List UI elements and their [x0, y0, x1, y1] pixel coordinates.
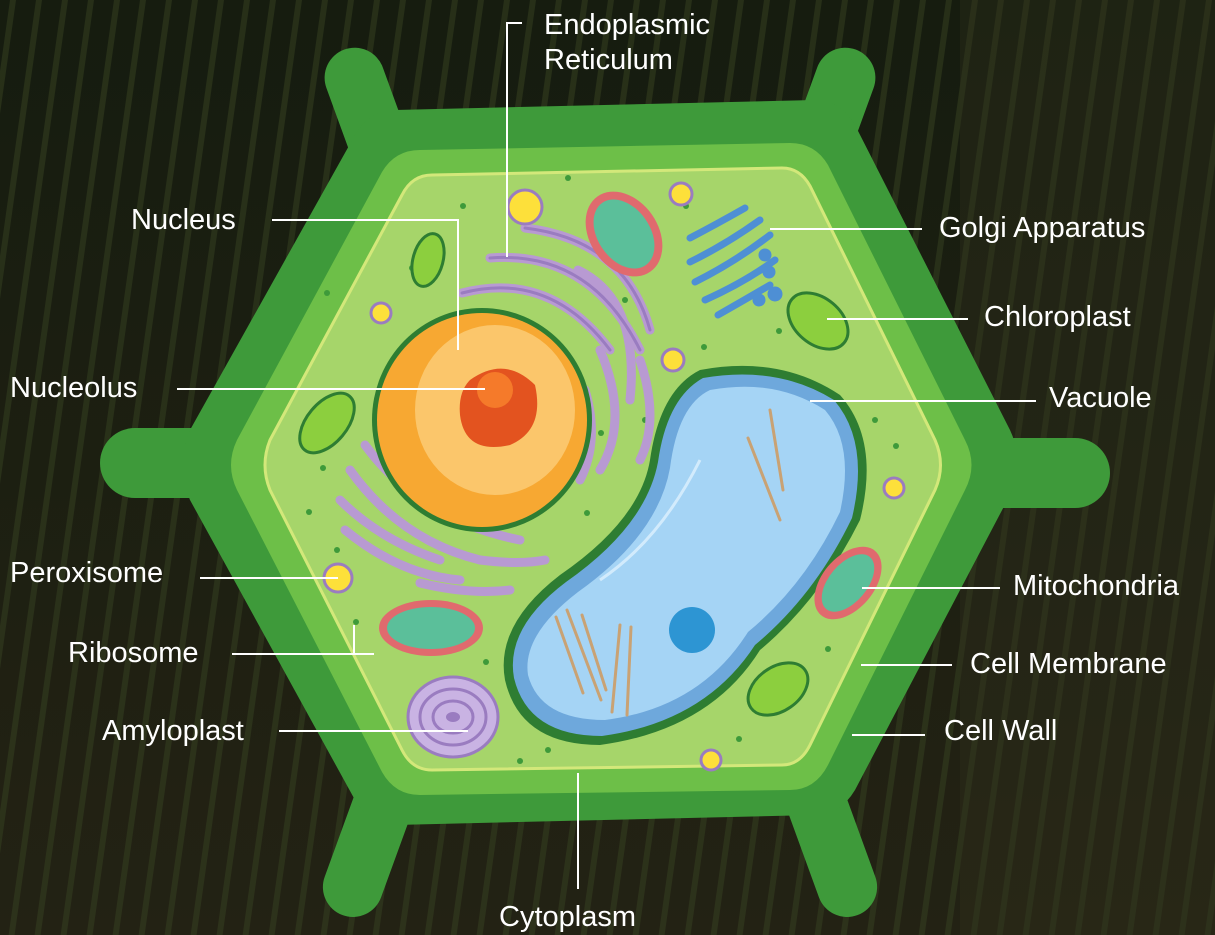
label-cell-wall: Cell Wall	[944, 714, 1057, 749]
label-peroxisome: Peroxisome	[10, 556, 163, 591]
label-cytoplasm: Cytoplasm	[499, 900, 636, 935]
label-ribosome: Ribosome	[68, 636, 199, 671]
label-nucleolus: Nucleolus	[10, 371, 137, 406]
mitochondrion-left	[379, 600, 483, 656]
label-cell-membrane: Cell Membrane	[970, 647, 1167, 682]
label-amyloplast: Amyloplast	[102, 714, 244, 749]
label-nucleus: Nucleus	[131, 203, 236, 238]
label-golgi-apparatus: Golgi Apparatus	[939, 211, 1145, 246]
amyloplast	[408, 677, 498, 757]
label-endoplasmic-reticulum: Endoplasmic Reticulum	[544, 8, 774, 78]
label-mitochondria: Mitochondria	[1013, 569, 1179, 604]
label-chloroplast: Chloroplast	[984, 300, 1131, 335]
label-vacuole: Vacuole	[1049, 381, 1152, 416]
